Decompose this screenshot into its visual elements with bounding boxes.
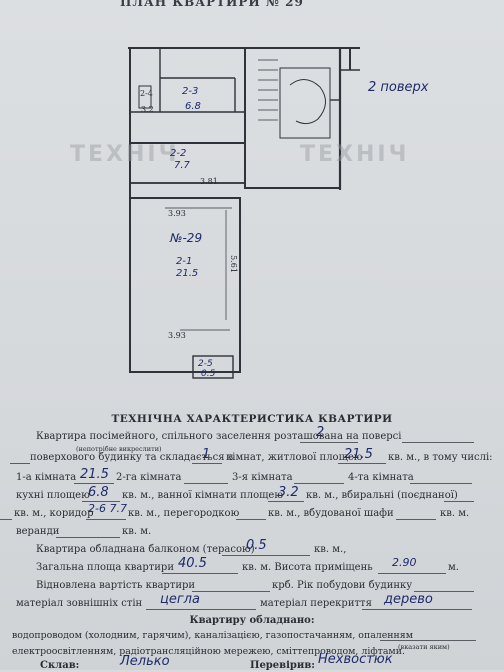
room-label-corridor: 2-2	[170, 148, 187, 159]
room-3-label: 3-я кімната	[232, 472, 293, 483]
corridor-label: кв. м., коридор	[14, 508, 94, 519]
bath-area: 3.2	[278, 485, 299, 500]
toilet-label: кв. м., вбиральні (поєднаної)	[306, 490, 458, 501]
balcony-label: Квартира обладнана балконом (терасою)	[36, 544, 255, 555]
checked-by-label: Перевірив:	[250, 660, 315, 671]
floor-plan	[128, 47, 360, 379]
balcony-unit: кв. м.,	[314, 544, 347, 555]
room-area-corridor: 7.7	[174, 160, 190, 171]
document-header: ПЛАН КВАРТИРИ № 29	[120, 0, 304, 9]
made-by-label: Склав:	[40, 660, 80, 671]
room-label-bath: 2-4	[140, 89, 153, 98]
line-1-text: Квартира посімейного, спільного заселенн…	[36, 431, 359, 442]
living-area: 21.5	[344, 447, 373, 462]
room-1-label: 1-а кімната	[16, 472, 77, 483]
room-label-balcony: 2-5	[198, 359, 213, 369]
equipment-line-2: електроосвітленням, радіотрансляційною м…	[12, 646, 405, 657]
floor-note: 2 поверх	[368, 80, 429, 95]
veranda-unit: кв. м.	[122, 526, 152, 537]
watermark-right: ТЕХНІЧ	[300, 142, 410, 167]
made-by-name: Лелько	[120, 654, 170, 669]
veranda-label: веранди	[16, 526, 60, 537]
equipment-title: Квартиру обладнано:	[189, 615, 315, 626]
ceiling-material: дерево	[384, 592, 433, 607]
wardrobe-unit: кв. м.	[440, 508, 470, 519]
total-area: 40.5	[178, 556, 207, 571]
line-2-text: поверхового будинку та складається з	[30, 452, 234, 463]
line-2-suffix: кв. м., в тому числі:	[388, 452, 493, 463]
value-label: Відновлена вартість квартири	[36, 580, 196, 591]
bath-label: кв. м., ванної кімнати площею	[122, 490, 284, 501]
room-label-kitchen: 2-3	[182, 86, 199, 97]
ceiling-label: матеріал перекриття	[260, 598, 372, 609]
kitchen-label: кухні площею	[16, 490, 90, 501]
kitchen-area: 6.8	[88, 485, 109, 500]
rooms-count: 1	[202, 447, 211, 462]
corridor-area: 2-6 7.7	[88, 502, 127, 515]
build-year-label: крб. Рік побудови будинку	[272, 580, 413, 591]
floor-value: 2	[316, 425, 325, 440]
room-1-area: 21.5	[80, 467, 109, 482]
balcony-area: 0.5	[246, 538, 267, 553]
equipment-line-1: водопроводом (холодним, гарячим), каналі…	[12, 630, 413, 641]
characteristics-title: ТЕХНІЧНА ХАРАКТЕРИСТИКА КВАРТИРИ	[111, 413, 393, 425]
dimension-2: 3.93	[168, 209, 186, 218]
wardrobe-label: кв. м., вбудованої шафи	[268, 508, 394, 519]
room-area-bath: 3.2	[141, 105, 154, 114]
height-label: кв. м. Висота приміщень	[242, 562, 373, 573]
height-unit: м.	[448, 562, 459, 573]
walls-material: цегла	[160, 592, 200, 607]
walls-label: матеріал зовнішніх стін	[16, 598, 143, 609]
height-value: 2.90	[392, 556, 417, 569]
line-2-mid: кімнат, житлової площею	[226, 452, 363, 463]
line-1-note: (непотрібне викреслити)	[76, 445, 162, 453]
watermark-left: ТЕХНІЧ	[70, 142, 180, 167]
checked-by-name: Нехвостюк	[318, 652, 393, 667]
equipment-note: (вказати яким)	[398, 643, 450, 651]
room-4-label: 4-та кімната	[348, 472, 414, 483]
partition-label: кв. м., перегородкою	[128, 508, 240, 519]
room-area-balcony: 0.5	[201, 369, 216, 379]
room-area-kitchen: 6.8	[185, 101, 201, 112]
total-label: Загальна площа квартири	[36, 562, 174, 573]
dimension-1: 3.81	[200, 177, 218, 186]
room-area-living: 21.5	[176, 268, 199, 279]
room-label-living: 2-1	[176, 256, 193, 267]
line-1-suffix: поверсі	[362, 431, 402, 442]
dimension-4: 3.93	[168, 331, 186, 340]
room-2-label: 2-га кімната	[116, 472, 182, 483]
dimension-3: 5.61	[228, 255, 238, 273]
apartment-number: №-29	[170, 231, 203, 245]
